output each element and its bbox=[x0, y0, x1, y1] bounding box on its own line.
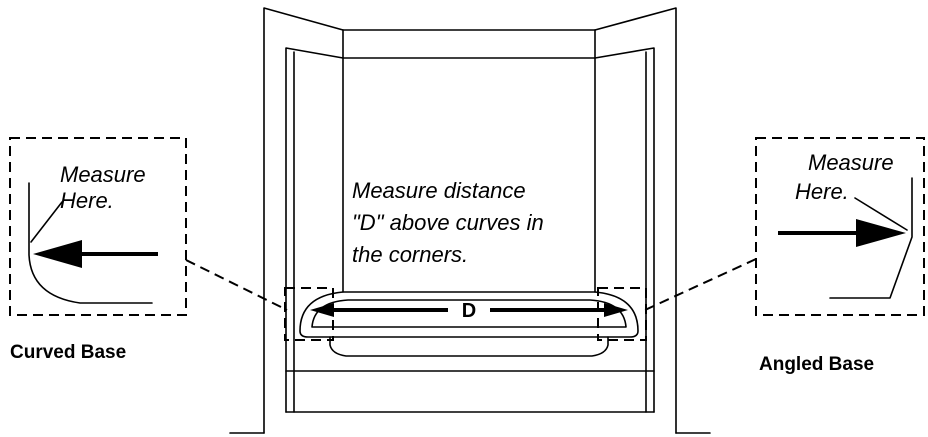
outer-left-wall bbox=[263, 7, 344, 434]
dimension-arrowhead-left bbox=[310, 303, 334, 317]
right-leader-line bbox=[644, 258, 757, 311]
angled-base-inset-box bbox=[755, 137, 925, 316]
angled-base-caption: Angled Base bbox=[759, 354, 874, 375]
dimension-label: D bbox=[462, 300, 476, 322]
tub-basin bbox=[329, 336, 609, 357]
curved-base-inset-box bbox=[9, 137, 187, 316]
angled-base-profile bbox=[829, 177, 913, 299]
curved-base-pointer bbox=[30, 201, 63, 243]
inner-right-wall bbox=[594, 47, 655, 413]
curved-base-profile bbox=[28, 182, 153, 304]
curved-base-inset: Measure Here. Curved Base bbox=[9, 137, 187, 363]
curved-base-note-line-2: Here. bbox=[60, 188, 114, 213]
outer-right-wall bbox=[594, 7, 677, 434]
angled-base-arrowhead bbox=[856, 219, 906, 247]
center-note: Measure distance "D" above curves in the… bbox=[352, 178, 544, 267]
angled-base-note-line-1: Measure bbox=[808, 150, 894, 175]
dimension-arrowhead-right bbox=[604, 303, 628, 317]
dimension-arrow: D bbox=[310, 300, 628, 322]
angled-base-inset: Measure Here. Angled Base bbox=[755, 137, 925, 375]
curved-base-arrowhead bbox=[33, 240, 82, 268]
center-note-line-1: Measure distance bbox=[352, 178, 526, 203]
right-corner-detail-box bbox=[597, 287, 647, 341]
left-leader-line bbox=[185, 259, 288, 311]
tub-rim-inner bbox=[311, 299, 627, 328]
center-note-line-2: "D" above curves in bbox=[352, 210, 544, 235]
curved-base-caption: Curved Base bbox=[10, 342, 126, 363]
curved-base-note-line-1: Measure bbox=[60, 162, 146, 187]
angled-base-note-line-2: Here. bbox=[795, 179, 849, 204]
tub-rim-outer bbox=[299, 291, 639, 338]
center-note-line-3: the corners. bbox=[352, 242, 468, 267]
angled-base-pointer bbox=[854, 197, 908, 231]
